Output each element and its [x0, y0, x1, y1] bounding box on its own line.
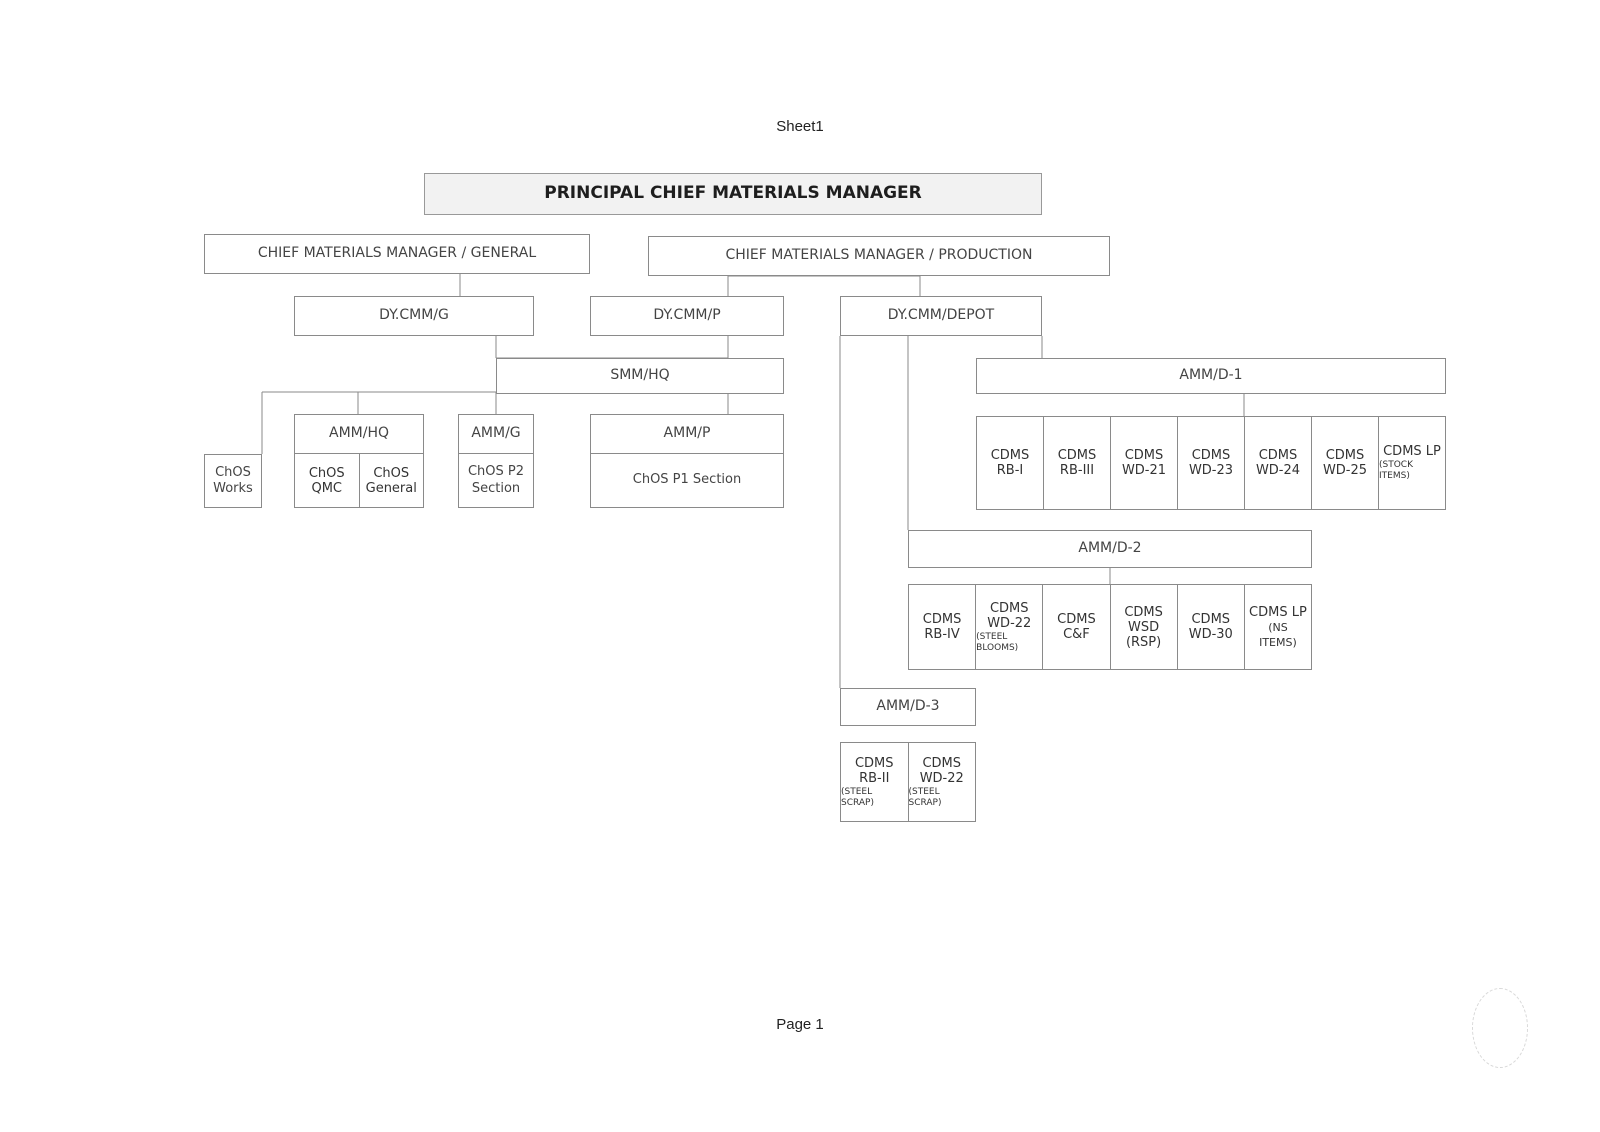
page-footer: Page 1 — [776, 1016, 824, 1033]
cmm-production-box: CHIEF MATERIALS MANAGER / PRODUCTION — [648, 236, 1110, 276]
amm-g-box: AMM/G — [458, 414, 534, 454]
chos-p2-box: ChOS P2 Section — [458, 453, 534, 508]
dycmm-p-box: DY.CMM/P — [590, 296, 784, 336]
sheet-title: Sheet1 — [776, 118, 824, 135]
amm-hq-box: AMM/HQ — [294, 414, 424, 454]
cdms-lp-stock-cell: CDMS LP(STOCK ITEMS) — [1379, 444, 1441, 481]
smm-hq-box: SMM/HQ — [496, 358, 784, 394]
amm-d3-box: AMM/D-3 — [840, 688, 976, 726]
amm-d2-box: AMM/D-2 — [908, 530, 1312, 568]
chos-general-cell: ChOS General — [365, 465, 417, 496]
amm-d1-box: AMM/D-1 — [976, 358, 1446, 394]
dycmm-g-box: DY.CMM/G — [294, 296, 534, 336]
chos-qmc-cell: ChOS QMC — [295, 454, 360, 507]
stamp-mark — [1472, 988, 1528, 1068]
amm-p-box: AMM/P — [590, 414, 784, 454]
pcmm-box: PRINCIPAL CHIEF MATERIALS MANAGER — [424, 173, 1042, 215]
pcmm-label: PRINCIPAL CHIEF MATERIALS MANAGER — [544, 183, 922, 204]
dycmm-depot-box: DY.CMM/DEPOT — [840, 296, 1042, 336]
cmm-general-box: CHIEF MATERIALS MANAGER / GENERAL — [204, 234, 590, 274]
chos-works-box: ChOS Works — [204, 454, 262, 508]
chos-p1-box: ChOS P1 Section — [590, 453, 784, 508]
amm-hq-units: ChOS QMC ChOS General — [294, 453, 424, 508]
